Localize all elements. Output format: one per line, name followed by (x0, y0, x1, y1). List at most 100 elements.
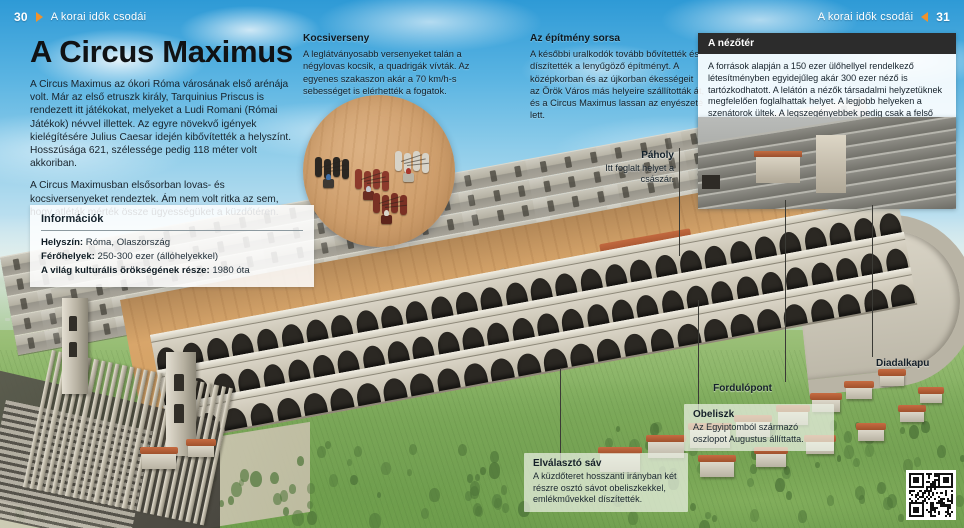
label-obeliszk-body: Az Egyiptomból származó oszlopot Augustu… (693, 422, 804, 444)
photo-opening (702, 175, 720, 189)
qr-module (921, 485, 924, 488)
building-roof (598, 447, 642, 454)
seating-vomitorium (564, 156, 573, 168)
qr-module (936, 506, 939, 509)
seating-vomitorium (496, 209, 505, 222)
qr-module (948, 500, 951, 503)
shrub (650, 423, 660, 437)
qr-module (946, 479, 949, 482)
qr-module (929, 510, 933, 513)
page-number-left: 30 (14, 10, 28, 24)
qr-module (913, 485, 916, 488)
qr-module (917, 508, 920, 511)
qr-module (934, 498, 937, 501)
qr-module (932, 481, 935, 484)
shrub (270, 471, 280, 485)
section-title-right: A korai idők csodái (817, 11, 914, 23)
shrub (689, 502, 696, 512)
qr-module (942, 485, 945, 488)
qr-module (925, 502, 928, 505)
qr-module (944, 489, 947, 492)
qr-module (917, 502, 920, 505)
shrub (227, 496, 234, 506)
corner-tower (62, 298, 88, 394)
building-roof (646, 435, 686, 442)
arcade-arch (835, 292, 862, 318)
qr-module (938, 477, 941, 480)
qr-module (909, 512, 912, 515)
shrub (469, 480, 481, 496)
shrub (354, 445, 363, 457)
qr-module (917, 481, 920, 484)
qr-module (921, 514, 924, 517)
page-title: A Circus Maximus (30, 34, 293, 69)
qr-module (946, 506, 949, 509)
qr-module (917, 498, 920, 501)
shrub (876, 482, 886, 495)
qr-module (938, 473, 941, 476)
shrub (786, 491, 793, 500)
qr-module (919, 502, 922, 505)
triangle-left-icon (921, 12, 929, 22)
shrub (605, 437, 613, 448)
qr-module (948, 506, 951, 509)
shrub (705, 512, 711, 520)
qr-module (925, 487, 928, 490)
qr-module (917, 485, 920, 488)
label-elvalaszto-sav-title: Elválasztó sáv (533, 458, 602, 469)
panel-nezoter-heading: A nézőtér (698, 33, 956, 54)
quadriga-chariot-race-inset (303, 95, 455, 247)
qr-module (909, 481, 912, 484)
qr-module (913, 510, 916, 513)
left-end-structure (0, 290, 246, 528)
shrub (282, 506, 290, 516)
qr-module (913, 514, 916, 517)
qr-module (932, 491, 935, 494)
quadriga-chariot (395, 149, 455, 189)
qr-module (927, 475, 930, 478)
qr-module (915, 493, 918, 497)
callout-kocsiverseny: Kocsiverseny A leglátványosabb versenyek… (303, 33, 503, 97)
building-roof (698, 455, 736, 462)
info-label: A világ kulturális örökségének része: (41, 265, 210, 276)
seating-vomitorium (16, 278, 25, 290)
shrub (376, 491, 382, 498)
qr-module (909, 506, 912, 509)
qr-module (917, 506, 920, 509)
qr-module (936, 473, 939, 476)
qr-module (944, 473, 947, 476)
qr-module (915, 514, 918, 517)
qr-module (921, 506, 924, 509)
shrub (289, 484, 296, 494)
shrub (844, 445, 855, 459)
qr-module (946, 481, 949, 484)
charioteer (366, 186, 371, 192)
qr-module (932, 504, 935, 507)
arcade-arch (301, 391, 328, 417)
qr-module (938, 485, 941, 488)
qr-module (942, 502, 945, 505)
building-roof (856, 423, 886, 430)
qr-module (938, 479, 941, 482)
label-fordulopont: Fordulópont (713, 383, 772, 394)
charioteer (326, 174, 331, 180)
shrub (751, 448, 760, 461)
shrub (843, 430, 853, 444)
qr-module (921, 483, 924, 486)
quadriga-chariot (315, 155, 375, 195)
page-number-right: 31 (936, 10, 950, 24)
shrub (458, 443, 467, 457)
qr-module (950, 489, 953, 492)
qr-module (932, 506, 935, 509)
shrub (307, 483, 316, 495)
qr-module (940, 500, 943, 503)
qr-module (911, 514, 914, 517)
shrub (615, 425, 621, 432)
qr-module (929, 508, 933, 511)
qr-module (940, 485, 943, 488)
stadium-seating-photo (698, 117, 956, 209)
shrub (347, 459, 353, 467)
quadriga-chariot (355, 167, 415, 207)
shrub (473, 503, 483, 517)
qr-module (915, 500, 918, 503)
